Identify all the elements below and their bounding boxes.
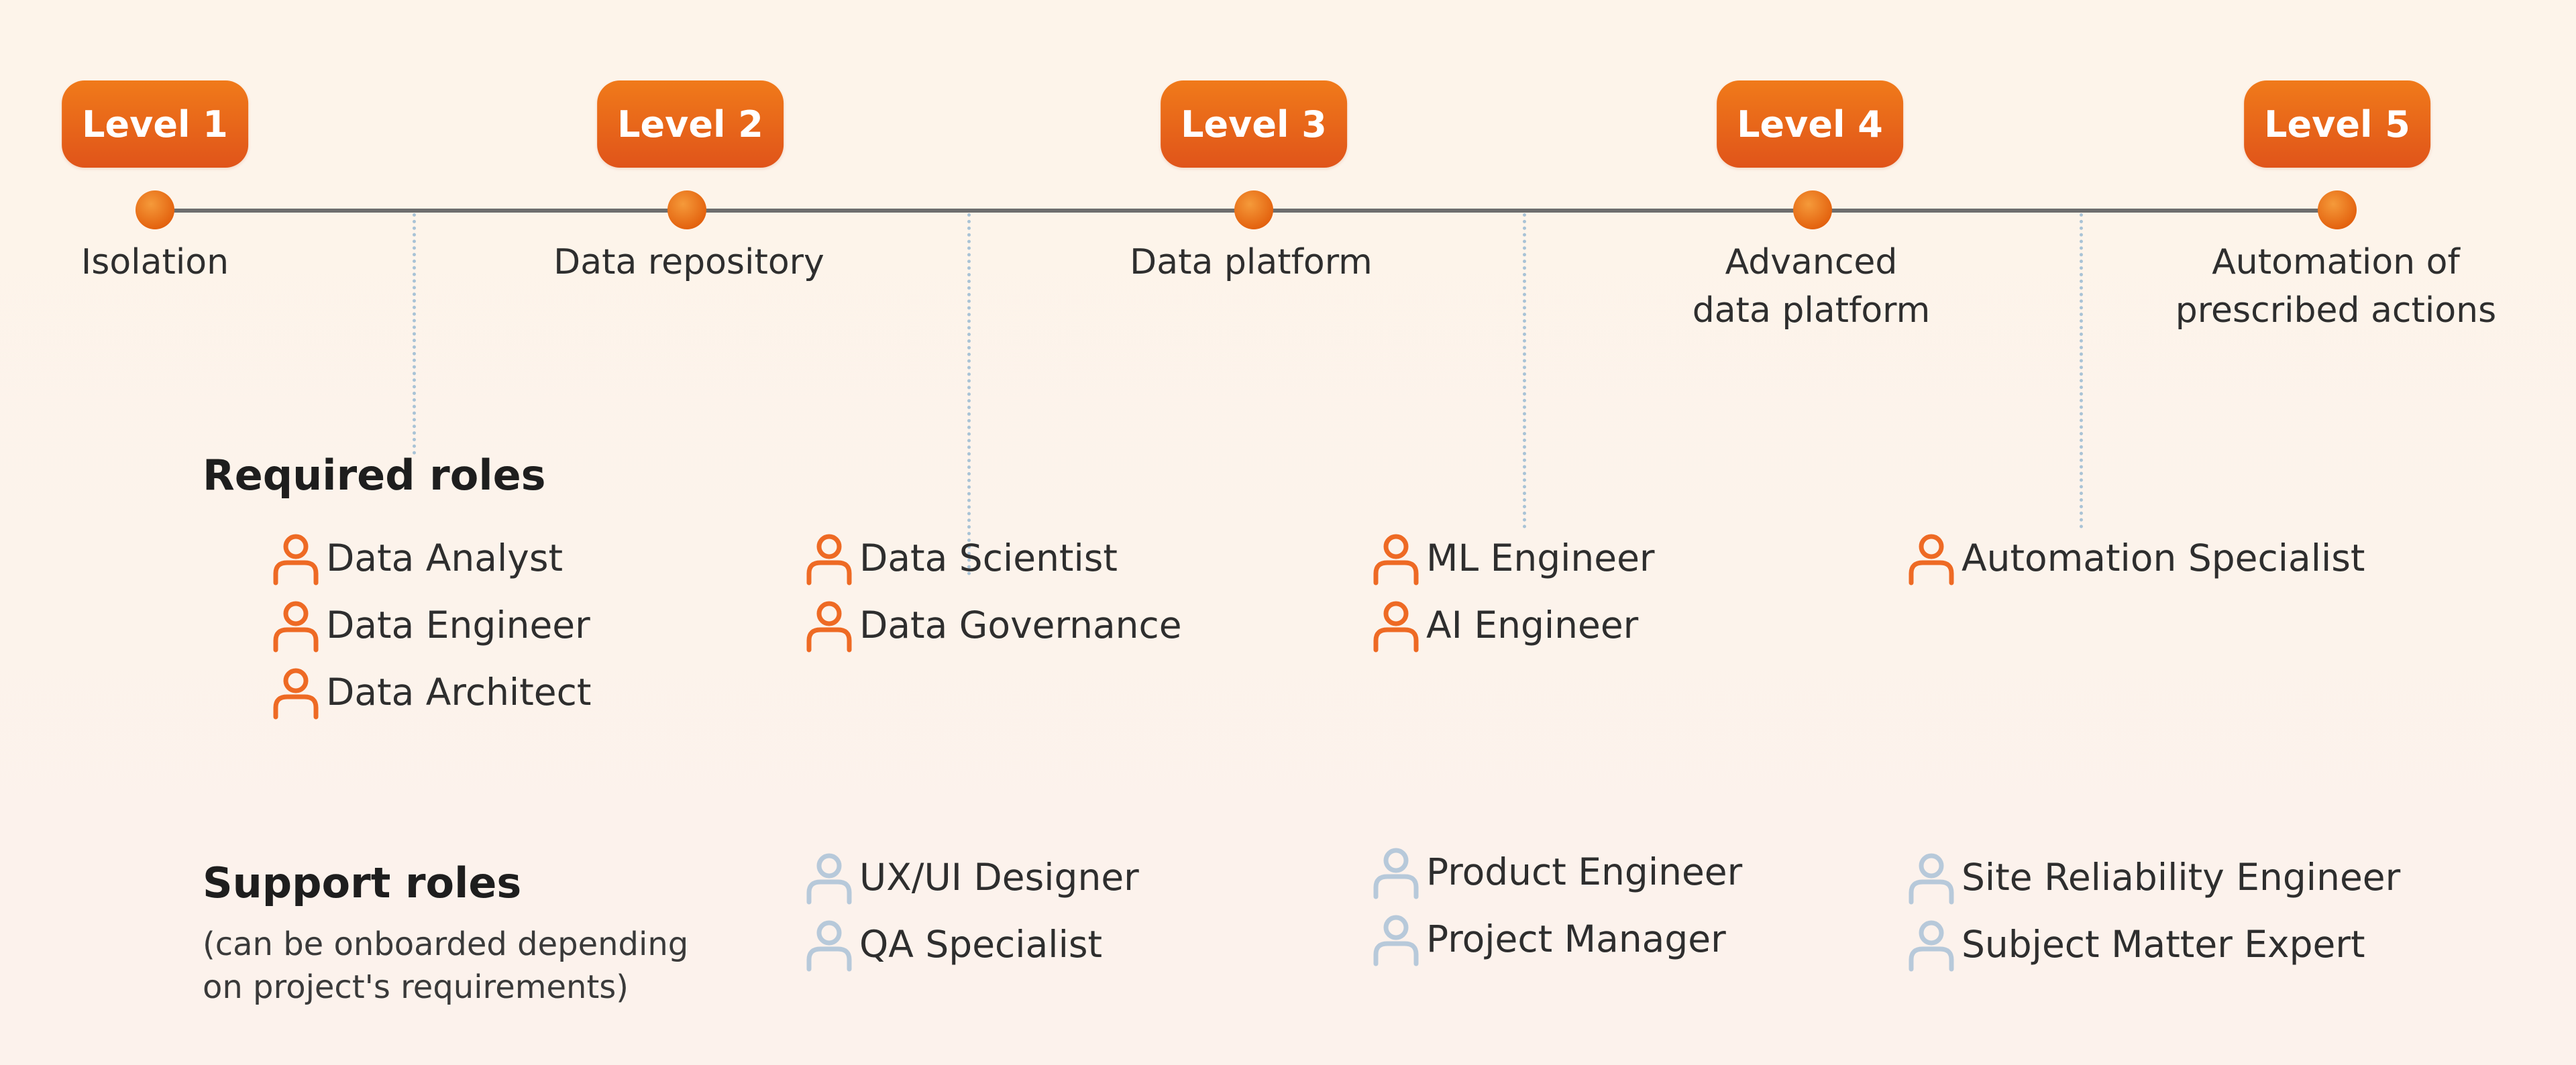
role-item: Data Engineer (271, 592, 591, 659)
level-badge: Level 3 (1161, 80, 1347, 168)
person-icon (806, 920, 852, 972)
role-item: Subject Matter Expert (1907, 911, 2400, 978)
level-divider (2080, 213, 2083, 528)
level-label: Automation of prescribed actions (2175, 242, 2497, 331)
support-roles-title: Support roles (203, 858, 522, 907)
level-divider (967, 213, 971, 575)
role-item: AI Engineer (1371, 592, 1655, 659)
person-icon (273, 668, 319, 720)
support-roles-group: UX/UI Designer QA Specialist (804, 844, 1139, 978)
person-icon (806, 601, 852, 653)
level-badge: Level 2 (597, 80, 784, 168)
required-roles-title: Required roles (203, 451, 546, 500)
person-icon (1373, 601, 1419, 653)
person-icon (1373, 534, 1419, 585)
support-roles-group: Site Reliability Engineer Subject Matter… (1907, 844, 2400, 978)
timeline-dot (2318, 190, 2357, 229)
required-roles-group: Automation Specialist (1907, 524, 2365, 592)
person-icon (1373, 915, 1419, 966)
support-roles-note: (can be onboarded depending on project's… (203, 926, 689, 1006)
level-badge: Level 5 (2244, 80, 2430, 168)
timeline-dot (1234, 190, 1273, 229)
role-item: Data Scientist (804, 524, 1182, 592)
required-roles-group: Data Analyst Data Engineer Data Architec… (271, 524, 591, 726)
level-label: Advanced data platform (1692, 242, 1931, 331)
level-label: Isolation (80, 242, 229, 282)
person-icon (1909, 920, 1954, 972)
role-item: Data Governance (804, 592, 1182, 659)
role-item: QA Specialist (804, 911, 1139, 978)
role-item: Data Architect (271, 659, 591, 726)
role-item: Site Reliability Engineer (1907, 844, 2400, 911)
person-icon (806, 534, 852, 585)
role-item: Project Manager (1371, 905, 1742, 972)
level-label: Data platform (1130, 242, 1373, 282)
timeline-dot (1793, 190, 1832, 229)
level-badge: Level 4 (1717, 80, 1903, 168)
role-item: Automation Specialist (1907, 524, 2365, 592)
person-icon (273, 534, 319, 585)
level-divider (413, 213, 416, 455)
timeline-dot (136, 190, 174, 229)
level-label: Data repository (553, 242, 824, 282)
person-icon (1373, 848, 1419, 899)
role-item: Data Analyst (271, 524, 591, 592)
role-item: UX/UI Designer (804, 844, 1139, 911)
timeline-dot (667, 190, 706, 229)
support-roles-group: Product Engineer Project Manager (1371, 838, 1742, 972)
person-icon (806, 853, 852, 905)
person-icon (1909, 853, 1954, 905)
level-badge: Level 1 (62, 80, 248, 168)
required-roles-group: Data Scientist Data Governance (804, 524, 1182, 659)
person-icon (273, 601, 319, 653)
person-icon (1909, 534, 1954, 585)
required-roles-group: ML Engineer AI Engineer (1371, 524, 1655, 659)
role-item: ML Engineer (1371, 524, 1655, 592)
level-divider (1523, 213, 1526, 528)
role-item: Product Engineer (1371, 838, 1742, 905)
